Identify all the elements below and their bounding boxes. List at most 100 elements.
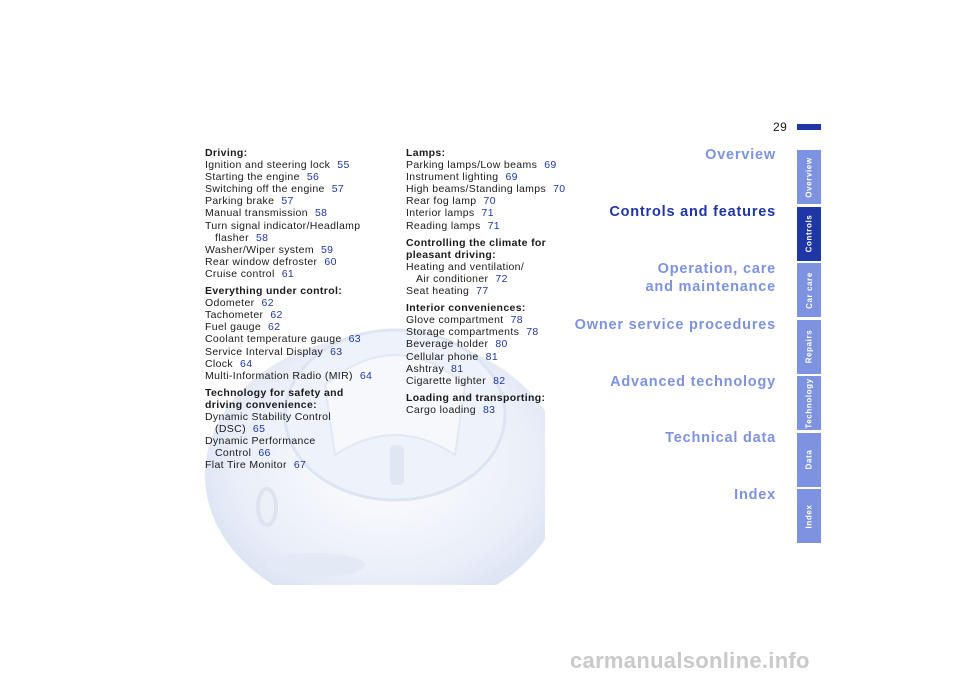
toc-section-title: Lamps: [406, 147, 446, 159]
toc-page-link[interactable]: 63 [330, 345, 343, 358]
toc-entry[interactable]: Dynamic Performance [205, 435, 395, 447]
toc-page-link[interactable]: 71 [487, 219, 500, 232]
toc-entry[interactable]: Heating and ventilation/ [406, 261, 566, 273]
toc-page-link[interactable]: 78 [526, 326, 539, 339]
toc-entry-text: Starting the engine [205, 171, 300, 184]
toc-page-link[interactable]: 70 [483, 195, 496, 208]
toc-entry-text: Tachometer [205, 309, 264, 322]
side-tab[interactable]: Repairs [797, 319, 821, 374]
toc-entry-text: Rear fog lamp [406, 195, 477, 208]
toc-entry-text: Turn signal indicator/Headlamp [205, 219, 361, 232]
toc-page-link[interactable]: 78 [510, 314, 523, 327]
chapter-link[interactable]: Advanced technology [610, 373, 776, 391]
toc-page-link[interactable]: 66 [258, 447, 271, 460]
chapter-link[interactable]: Overview [705, 146, 776, 164]
toc-page-link[interactable]: 58 [255, 231, 269, 244]
toc-entry[interactable]: Cigarette lighter 82 [406, 375, 566, 387]
toc-page-link[interactable]: 56 [306, 171, 320, 184]
toc-page-link[interactable]: 77 [476, 285, 489, 298]
toc-entry[interactable]: Beverage holder 80 [406, 338, 566, 350]
toc-entry[interactable]: Rear fog lamp 70 [406, 195, 566, 207]
toc-section-title: Controlling the climate for [406, 236, 547, 249]
toc-page-link[interactable]: 64 [240, 357, 253, 370]
toc-entry[interactable]: Dynamic Stability Control [205, 411, 395, 423]
toc-entry-text: Beverage holder [406, 338, 489, 351]
toc-page-link[interactable]: 70 [553, 183, 566, 196]
toc-page-link[interactable]: 62 [270, 309, 283, 322]
toc-entry[interactable]: Starting the engine 56 [205, 171, 395, 183]
toc-page-link[interactable]: 64 [359, 369, 373, 382]
toc-entry[interactable]: (DSC)65 [205, 423, 395, 435]
toc-page-link[interactable]: 82 [493, 374, 506, 387]
toc-page-link[interactable]: 72 [495, 272, 508, 285]
toc-page-link[interactable]: 71 [481, 207, 494, 220]
toc-page-link[interactable]: 62 [261, 297, 274, 310]
toc-entry-text: Dynamic Performance [205, 435, 316, 448]
toc-entry[interactable]: Turn signal indicator/Headlamp [205, 220, 395, 232]
toc-page-link[interactable]: 57 [281, 195, 294, 208]
side-tab[interactable]: Index [797, 489, 821, 543]
chapter-link[interactable]: Owner service procedures [575, 316, 776, 334]
toc-page-link[interactable]: 67 [293, 459, 307, 472]
chapter-link[interactable]: Controls and features [609, 203, 776, 221]
toc-page-link[interactable]: 65 [252, 423, 266, 436]
chapter-link[interactable]: Index [734, 486, 776, 504]
side-tab-label: Car care [804, 271, 814, 309]
toc-page-link[interactable]: 58 [314, 207, 328, 220]
toc-page-link[interactable]: 62 [268, 321, 281, 334]
toc-page-link[interactable]: 80 [495, 338, 508, 351]
toc-entry-text: Cigarette lighter [406, 374, 487, 387]
toc-page-link[interactable]: 69 [505, 171, 518, 184]
toc-page-link[interactable]: 81 [485, 350, 499, 363]
toc-entry[interactable]: Tachometer 62 [205, 309, 395, 321]
toc-page-link[interactable]: 63 [348, 333, 361, 346]
side-tab[interactable]: Technology [797, 376, 821, 430]
toc-page-link[interactable]: 55 [337, 159, 350, 172]
side-tab[interactable]: Overview [797, 150, 821, 204]
toc-entry[interactable]: Multi-Information Radio (MIR)64 [205, 370, 395, 382]
toc-page-link[interactable]: 60 [324, 255, 337, 268]
chapter-link[interactable]: Technical data [665, 429, 776, 447]
toc-page-link[interactable]: 57 [331, 183, 345, 196]
side-tab-label: Controls [804, 214, 814, 253]
toc-entry[interactable]: Cellular phone 81 [406, 351, 566, 363]
toc-entry-text: Cellular phone [406, 350, 479, 363]
side-tab[interactable]: Data [797, 432, 821, 487]
toc-page-link[interactable]: 83 [482, 403, 496, 416]
toc-page-link[interactable]: 61 [281, 267, 295, 280]
side-tab[interactable]: Car care [797, 263, 821, 317]
side-tab[interactable]: Controls [797, 206, 821, 261]
toc-page-link[interactable]: 69 [544, 159, 557, 172]
toc-page-link[interactable]: 81 [451, 362, 464, 375]
toc-page-link[interactable]: 59 [320, 243, 334, 256]
